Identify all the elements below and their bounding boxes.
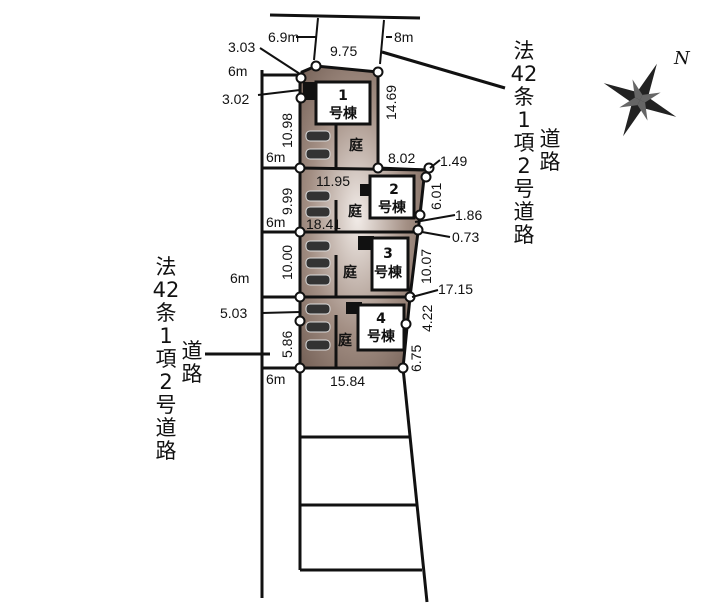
dim-17.15: 17.15 xyxy=(438,281,473,297)
garden-label: 庭 xyxy=(349,137,364,154)
dim-14.69: 14.69 xyxy=(383,85,399,120)
dim-10.00: 10.00 xyxy=(279,245,295,280)
road-label-char: 道 xyxy=(155,416,177,440)
road-label-left-side: 道 路 xyxy=(180,340,204,386)
dim-6.75: 6.75 xyxy=(408,345,424,372)
dim-0.73: 0.73 xyxy=(452,229,479,245)
dimension-labels: 6.9m 8m 9.75 3.03 6m 3.02 10.98 14.69 6m… xyxy=(220,29,482,389)
road-label-char: 号 xyxy=(513,177,535,201)
house-2[interactable]: 2 号棟 庭 xyxy=(348,174,416,220)
road-label-char: 条 xyxy=(513,85,535,109)
road-lines xyxy=(205,13,506,603)
road-label-right: 法 42 条 1 項 2 号 道 路 xyxy=(510,40,538,247)
dimension-lines xyxy=(257,17,456,314)
dim-8m: 8m xyxy=(394,29,413,45)
house-number: 3 xyxy=(383,246,393,262)
dim-15.84: 15.84 xyxy=(330,373,365,389)
north-label: N xyxy=(673,48,691,69)
house-number: 1 xyxy=(338,88,348,104)
road-label-char: 路 xyxy=(155,439,177,463)
boundary-markers xyxy=(294,60,435,374)
dim-10.07: 10.07 xyxy=(418,249,434,284)
road-label-char: 路 xyxy=(539,150,561,174)
road-label-char: 号 xyxy=(155,393,177,417)
garden-label: 庭 xyxy=(343,264,358,281)
dim-4.22: 4.22 xyxy=(419,305,435,332)
dim-18.41: 18.41 xyxy=(306,216,341,232)
dim-6m: 6m xyxy=(266,371,285,387)
garden-label: 庭 xyxy=(348,203,363,220)
compass-rose-icon: N xyxy=(603,48,691,137)
dim-6m: 6m xyxy=(266,149,285,165)
house-number: 2 xyxy=(389,182,399,198)
dim-6.9m: 6.9m xyxy=(268,29,299,45)
road-label-char: 路 xyxy=(181,362,203,386)
dim-5.03: 5.03 xyxy=(220,305,247,321)
house-label: 号棟 xyxy=(367,328,396,345)
dim-3.03: 3.03 xyxy=(228,39,255,55)
house-4[interactable]: 4 号棟 庭 xyxy=(338,302,406,352)
house-label: 号棟 xyxy=(374,264,403,281)
road-label-char: 42 xyxy=(510,62,538,86)
dim-8.02: 8.02 xyxy=(388,150,415,166)
road-label-char: 条 xyxy=(155,301,177,325)
dim-6m: 6m xyxy=(266,214,285,230)
dim-9.99: 9.99 xyxy=(279,188,295,215)
road-label-char: 法 xyxy=(513,39,535,63)
dim-6m: 6m xyxy=(228,63,247,79)
road-label-char: 42 xyxy=(152,278,180,302)
house-3[interactable]: 3 号棟 庭 xyxy=(343,236,410,292)
road-label-left: 法 42 条 1 項 2 号 道 路 xyxy=(152,256,180,463)
house-1[interactable]: 1 号棟 庭 xyxy=(303,80,372,154)
dim-1.49: 1.49 xyxy=(440,153,467,169)
road-label-char: 1 xyxy=(159,324,173,348)
dim-3.02: 3.02 xyxy=(222,91,249,107)
road-label-char: 法 xyxy=(155,255,177,279)
road-label-char: 道 xyxy=(181,339,203,363)
road-label-right-side: 道 路 xyxy=(538,128,562,174)
dim-11.95: 11.95 xyxy=(316,173,350,189)
dim-1.86: 1.86 xyxy=(455,207,482,223)
lot-dividers xyxy=(299,124,429,368)
road-label-char: 2 xyxy=(159,370,173,394)
dim-6.01: 6.01 xyxy=(428,183,444,210)
house-number: 4 xyxy=(376,311,386,327)
dim-6m: 6m xyxy=(230,270,249,286)
dim-10.98: 10.98 xyxy=(279,113,295,148)
garden-label: 庭 xyxy=(338,332,353,349)
house-label: 号棟 xyxy=(329,105,358,122)
road-label-char: 1 xyxy=(517,108,531,132)
parking-cars xyxy=(305,130,331,351)
dim-9.75: 9.75 xyxy=(330,43,357,59)
road-label-char: 路 xyxy=(513,223,535,247)
road-label-char: 項 xyxy=(513,131,535,155)
road-label-char: 2 xyxy=(517,154,531,178)
road-label-char: 道 xyxy=(513,200,535,224)
road-label-char: 項 xyxy=(155,347,177,371)
house-label: 号棟 xyxy=(378,199,407,216)
road-label-char: 道 xyxy=(539,127,561,151)
dim-5.86: 5.86 xyxy=(279,331,295,358)
